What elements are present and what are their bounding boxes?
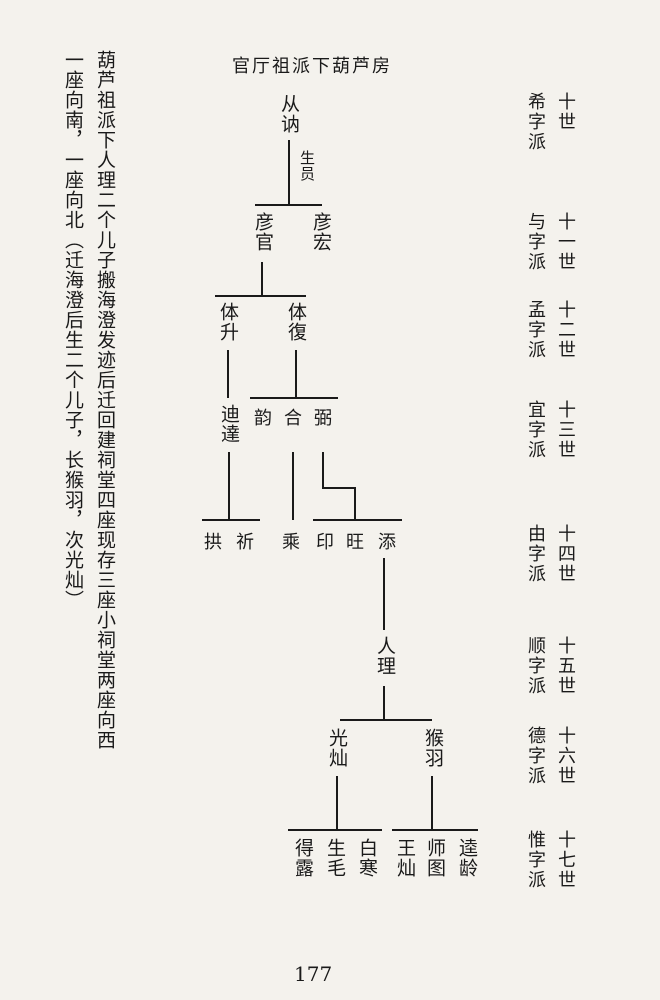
person-houyu: 猴羽 — [422, 728, 444, 768]
person-guangcan: 光灿 — [326, 728, 348, 768]
page-number: 177 — [294, 962, 333, 986]
pai-label: 宜字派 — [525, 400, 546, 460]
person-tisheng: 体升 — [217, 302, 239, 342]
person-congna: 从讷 — [278, 94, 300, 134]
pai-label: 由字派 — [525, 524, 546, 584]
person-yanguan: 彦官 — [252, 212, 274, 252]
pai-label: 德字派 — [525, 726, 546, 786]
generation-label: 十世 — [555, 92, 576, 132]
person-wangcan: 王灿 — [394, 838, 416, 878]
person-tifu: 体復 — [285, 302, 307, 342]
note-column-1: 葫芦祖派下人理二个儿子搬海澄发迹后迁回建祠堂四座现存三座小祠堂两座向西 — [94, 50, 116, 750]
title-shengyuan: 生员 — [298, 150, 316, 182]
person-yin: 印 — [316, 532, 335, 553]
generation-label: 十四世 — [555, 524, 576, 584]
person-delu: 得露 — [292, 838, 314, 878]
person-baihan: 白寒 — [356, 838, 378, 878]
generation-label: 十五世 — [555, 636, 576, 696]
person-shitu: 师图 — [424, 838, 446, 878]
person-qi: 祈 — [236, 532, 255, 553]
person-dida: 迪達 — [218, 404, 240, 444]
person-wang: 旺 — [346, 532, 365, 553]
person-gong: 拱 — [204, 532, 223, 553]
person-tian: 添 — [378, 532, 397, 553]
page-title: 官厅祖派下葫芦房 — [232, 56, 392, 77]
note-column-2: 一座向南，一座向北（迁海澄后生二个儿子，长猴羽，次光灿） — [62, 50, 84, 610]
generation-label: 十六世 — [555, 726, 576, 786]
person-renli: 人理 — [374, 636, 396, 676]
person-yanhong: 彦宏 — [310, 212, 332, 252]
person-lualing: 逵龄 — [456, 838, 478, 878]
person-he: 合 — [284, 408, 303, 429]
generation-label: 十七世 — [555, 830, 576, 890]
generation-label: 十二世 — [555, 300, 576, 360]
pai-label: 希字派 — [525, 92, 546, 152]
person-cheng: 乘 — [282, 532, 301, 553]
person-yun: 韵 — [254, 408, 273, 429]
person-bi: 弼 — [314, 408, 333, 429]
person-shengmao: 生毛 — [324, 838, 346, 878]
pai-label: 惟字派 — [525, 830, 546, 890]
pai-label: 与字派 — [525, 212, 546, 272]
generation-label: 十一世 — [555, 212, 576, 272]
pai-label: 孟字派 — [525, 300, 546, 360]
generation-label: 十三世 — [555, 400, 576, 460]
pai-label: 顺字派 — [525, 636, 546, 696]
